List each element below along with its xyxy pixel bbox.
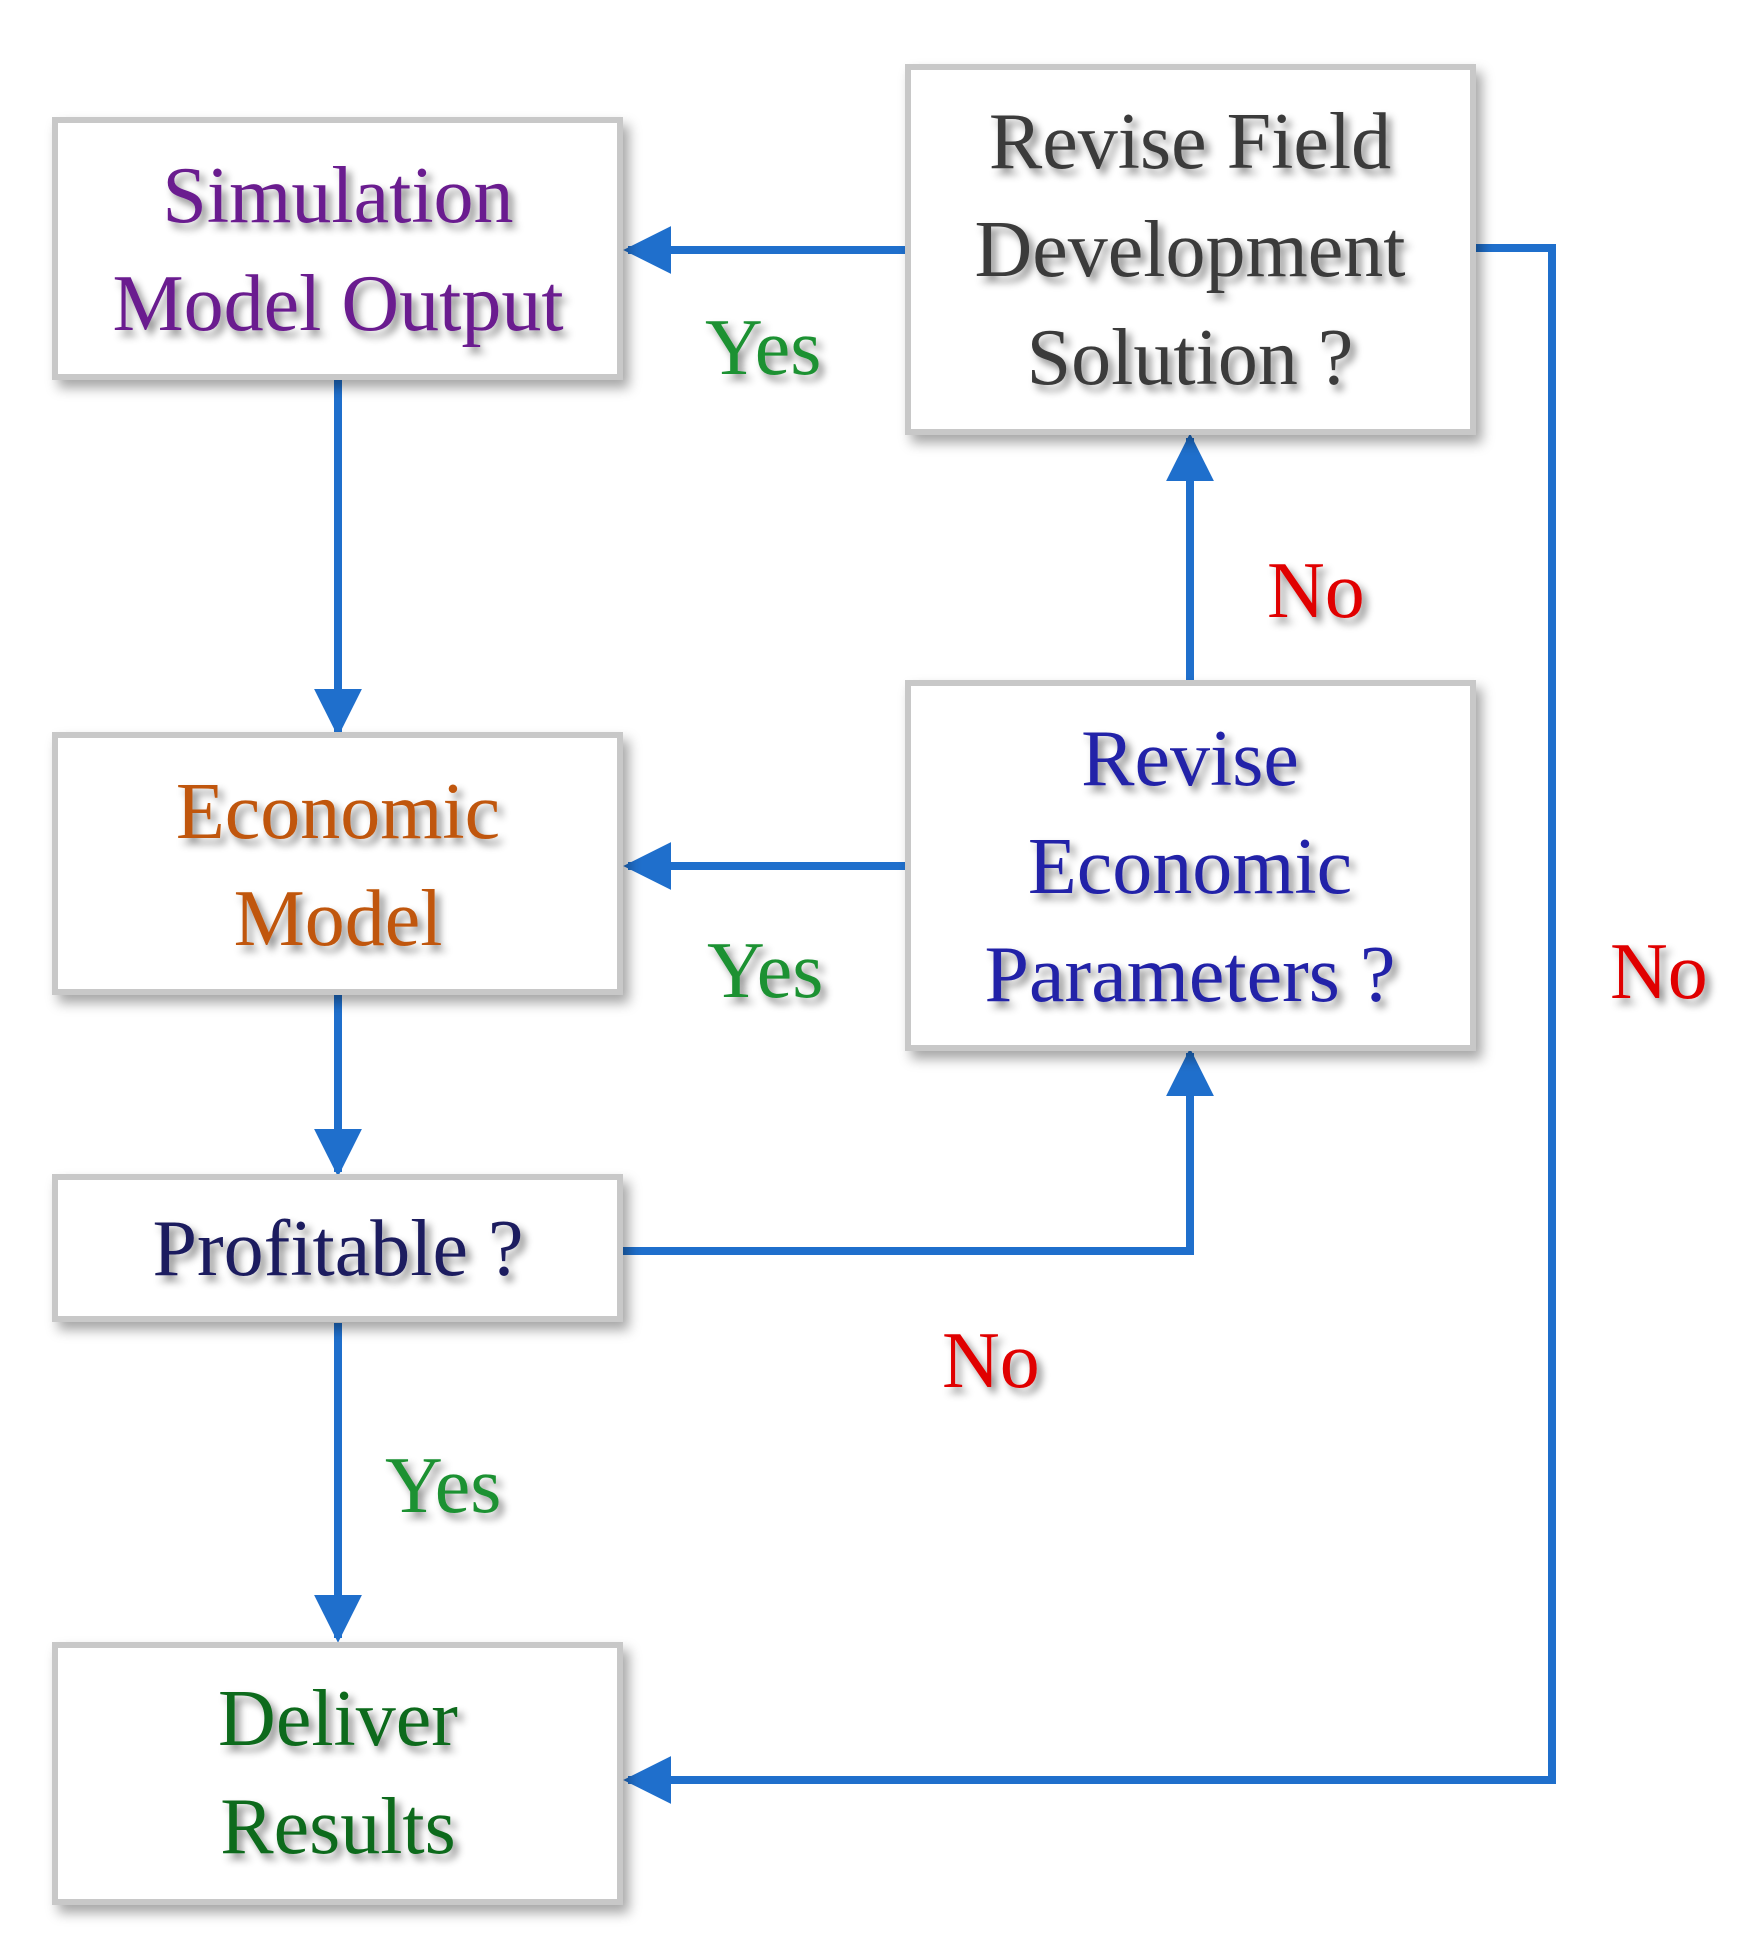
box-revise-field-development: [905, 64, 1476, 435]
deliver-label-line-1: Deliver: [218, 1675, 458, 1763]
revise-field-label-line-3: Solution ?: [1027, 314, 1354, 402]
revise-field-label-line-2: Development: [975, 206, 1406, 294]
arrow-profit-to-rev-econ: [620, 1048, 1214, 1255]
box-deliver-results: [52, 1642, 623, 1905]
profitable-label: Profitable ?: [153, 1205, 524, 1293]
no-label-econ-to-field: No: [1267, 547, 1365, 635]
simulation-label-line-1: Simulation: [162, 152, 513, 240]
no-label-field-to-deliver: No: [1610, 928, 1708, 1016]
node-labels: Simulation Model Output Economic Model P…: [112, 98, 1405, 1871]
connectors: [314, 226, 1556, 1804]
no-label-profit-to-rev-econ: No: [942, 1317, 1040, 1405]
box-profitable: [52, 1174, 623, 1322]
arrow-rev-field-to-deliver: [623, 244, 1556, 1804]
economic-model-label-line-2: Model: [234, 875, 443, 963]
simulation-label-line-2: Model Output: [112, 260, 563, 348]
box-economic-model: [52, 732, 623, 995]
revise-field-label-line-1: Revise Field: [989, 98, 1391, 186]
box-revise-economic-parameters: [905, 680, 1476, 1051]
revise-econ-label-line-2: Economic: [1028, 823, 1352, 911]
revise-econ-label-line-1: Revise: [1081, 715, 1299, 803]
revise-econ-label-line-3: Parameters ?: [985, 931, 1396, 1019]
yes-label-field-to-sim: Yes: [705, 304, 821, 392]
deliver-label-line-2: Results: [220, 1783, 456, 1871]
yes-label-rev-econ-to-model: Yes: [707, 927, 823, 1015]
box-simulation-model-output: [52, 117, 623, 380]
node-boxes: [52, 64, 1476, 1905]
yes-label-profit-to-deliver: Yes: [385, 1442, 501, 1530]
economic-model-label-line-1: Economic: [176, 768, 500, 856]
edge-labels: Yes No Yes No No Yes: [385, 304, 1708, 1530]
